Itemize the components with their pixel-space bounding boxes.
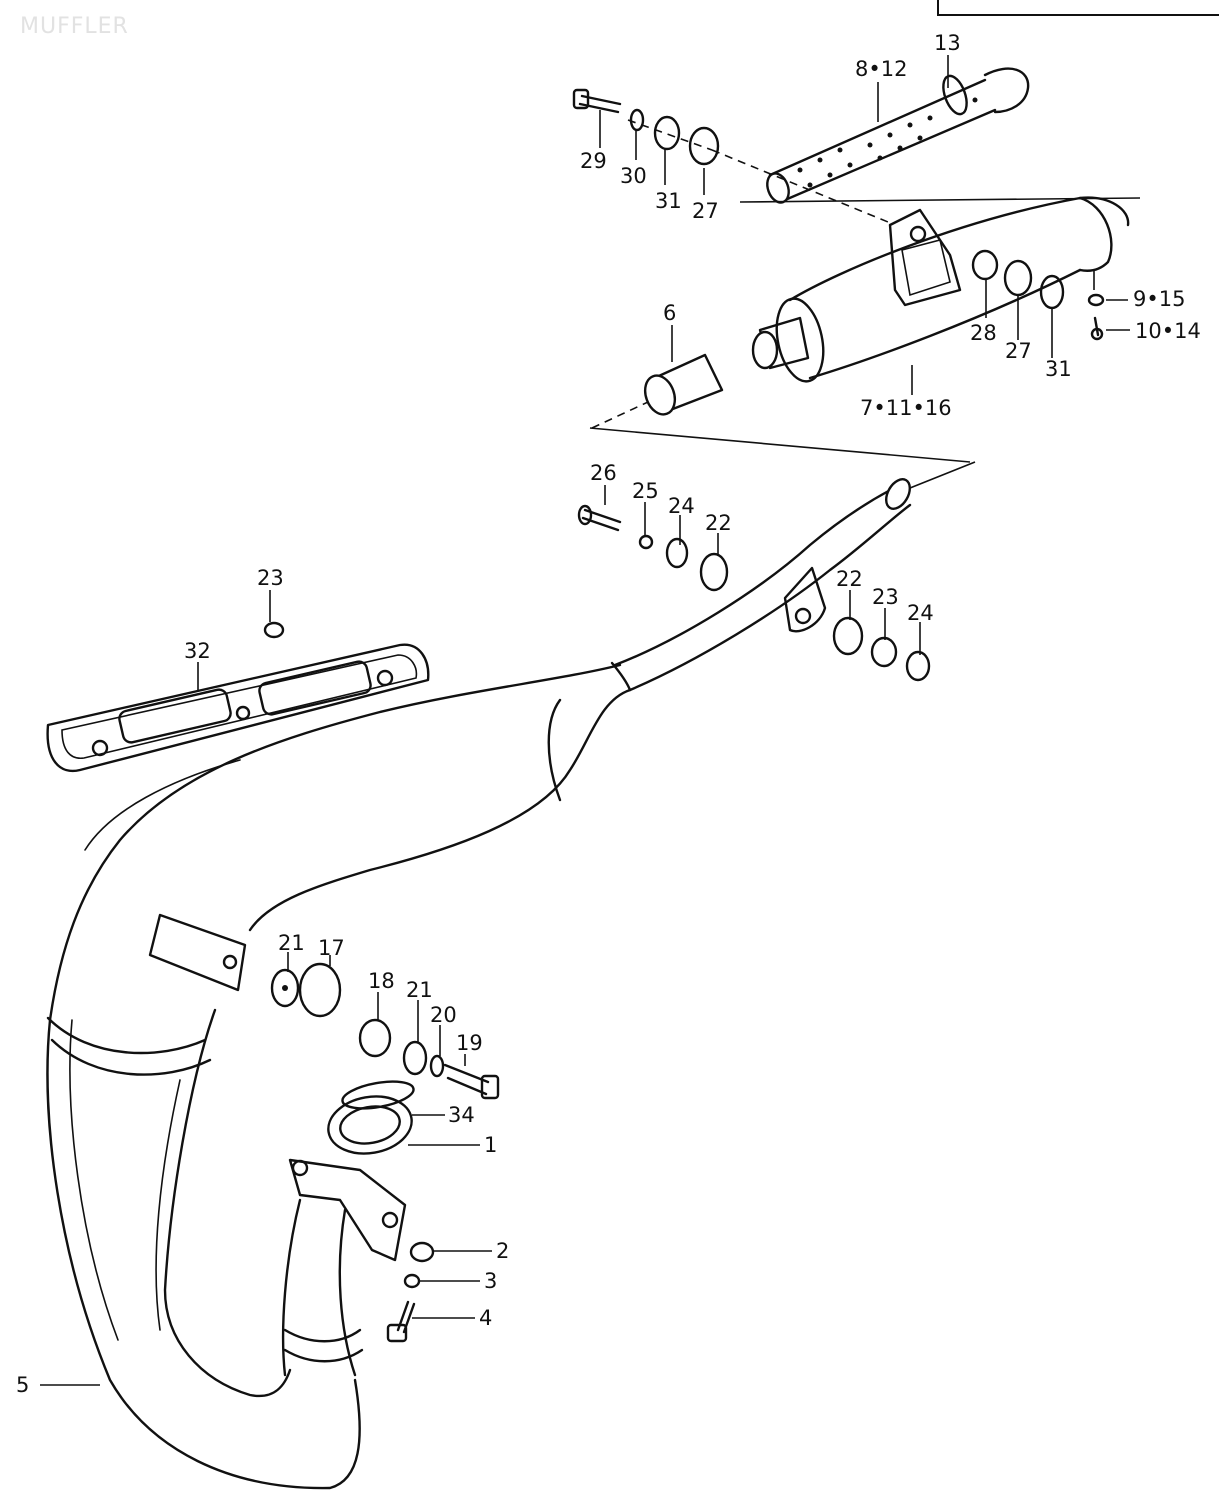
callout-13: 13 xyxy=(934,31,961,55)
hardware xyxy=(263,88,1105,1343)
callout-31-top: 31 xyxy=(655,189,682,213)
callout-31-right: 31 xyxy=(1045,357,1072,381)
callout-3: 3 xyxy=(484,1269,497,1293)
silencer-body-7-11-16 xyxy=(751,196,1130,383)
callout-27-right: 27 xyxy=(1005,339,1032,363)
callout-28: 28 xyxy=(970,321,997,345)
corner-frame xyxy=(937,0,1219,16)
perforation-dots xyxy=(797,97,978,188)
exhaust-pipe-5 xyxy=(46,478,912,1490)
callout-22-top: 22 xyxy=(705,511,732,535)
callout-2: 2 xyxy=(496,1239,509,1263)
callout-23-right: 23 xyxy=(872,585,899,609)
callout-33: 23 xyxy=(257,566,284,590)
callout-32: 32 xyxy=(184,639,211,663)
callout-18: 18 xyxy=(368,969,395,993)
callout-5: 5 xyxy=(16,1373,29,1397)
heat-shield-32 xyxy=(46,643,430,773)
callout-24-right: 24 xyxy=(907,601,934,625)
callout-labels: 8•12 13 29 30 31 27 6 7•11•16 28 27 31 9… xyxy=(16,31,1201,1397)
callout-30: 30 xyxy=(620,164,647,188)
diagram-title: MUFFLER xyxy=(20,14,129,39)
callout-27-top: 27 xyxy=(692,199,719,223)
callout-1: 1 xyxy=(484,1133,497,1157)
spark-arrester-8-12 xyxy=(766,67,1030,204)
callout-22-right: 22 xyxy=(836,567,863,591)
callout-6: 6 xyxy=(663,301,676,325)
callout-29: 29 xyxy=(580,149,607,173)
callout-34: 34 xyxy=(448,1103,475,1127)
leader-lines xyxy=(40,55,1130,1386)
callout-19: 19 xyxy=(456,1031,483,1055)
callout-21-left: 21 xyxy=(278,931,305,955)
callout-20: 20 xyxy=(430,1003,457,1027)
callout-25: 25 xyxy=(632,479,659,503)
callout-10-14: 10•14 xyxy=(1135,319,1201,343)
callout-21-right: 21 xyxy=(406,978,433,1002)
assembly-lines xyxy=(589,119,1141,489)
callout-4: 4 xyxy=(479,1306,492,1330)
callout-9-15: 9•15 xyxy=(1133,287,1185,311)
callout-8-12: 8•12 xyxy=(855,57,907,81)
callout-24-top: 24 xyxy=(668,494,695,518)
callout-7-11-16: 7•11•16 xyxy=(860,396,952,420)
callout-17: 17 xyxy=(318,936,345,960)
callout-26: 26 xyxy=(590,461,617,485)
